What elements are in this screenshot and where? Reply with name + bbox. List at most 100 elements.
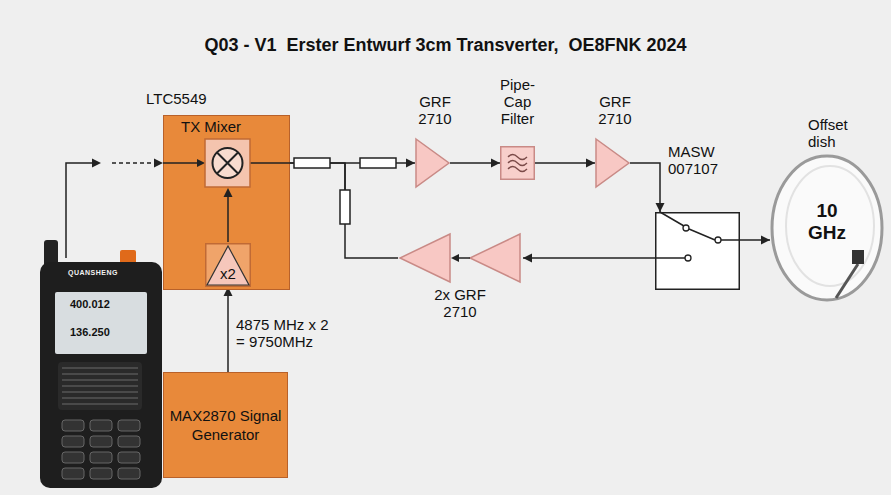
display-text: 136.250 — [70, 326, 110, 339]
generator-box: MAX2870 Signal Generator — [163, 372, 288, 478]
arrow-head — [451, 254, 459, 262]
part-name: Pipe-Cap Filter — [490, 76, 545, 127]
part-name: Offset dish — [808, 116, 866, 150]
multiplier-text: x2 — [205, 265, 251, 282]
switch-wire — [655, 212, 740, 258]
arrow-head — [224, 188, 233, 197]
amplifier-pair: 2x GRF 2710 — [398, 232, 523, 320]
display-text: 400.012 — [70, 298, 110, 311]
connector-line — [630, 163, 660, 212]
dish-antenna: Offset dish 10 GHz — [770, 112, 885, 307]
connector — [535, 159, 595, 168]
amplifier-triangle — [416, 139, 449, 187]
multiplier-box — [206, 244, 251, 287]
band-label: 10 GHz — [798, 200, 856, 244]
part-number: GRF 2710 — [410, 93, 460, 127]
mixer-box — [205, 139, 250, 187]
radio-key — [62, 468, 84, 479]
part-number: 2x GRF 2710 — [430, 286, 490, 320]
radio-feed-arrow — [66, 159, 163, 259]
arrow-head — [761, 236, 770, 245]
radio-key — [62, 436, 84, 447]
arrow-head — [92, 159, 101, 168]
diagram-title: Q03 - V1 Erster Entwurf 3cm Transverter,… — [0, 34, 891, 56]
connector — [224, 287, 233, 372]
radio-key — [62, 452, 84, 463]
connector — [740, 236, 770, 245]
amplifier: GRF 2710 — [410, 93, 460, 190]
feed-line — [66, 163, 92, 258]
radio-key — [90, 436, 112, 447]
pad-wire — [344, 163, 346, 190]
radio-key — [90, 420, 112, 431]
arrow-head — [197, 159, 205, 167]
radio-key — [90, 468, 112, 479]
switch-contact — [685, 255, 691, 261]
arrow-head — [586, 159, 595, 168]
radio-key — [118, 436, 140, 447]
amplifier-triangle — [400, 234, 450, 282]
connector — [523, 254, 655, 263]
amplifier-symbol — [415, 138, 450, 188]
part-number: GRF 2710 — [590, 93, 640, 127]
connector — [630, 163, 665, 212]
dish-reflector — [772, 156, 882, 300]
attenuator-pad — [294, 158, 396, 224]
feed-arm — [836, 264, 858, 298]
resistor-symbol — [340, 190, 350, 224]
signal-line — [227, 196, 229, 242]
arrow-head — [491, 159, 500, 168]
connector — [290, 163, 398, 258]
connector-line — [227, 287, 229, 372]
switch-contact — [683, 225, 689, 231]
switch-contact — [715, 237, 721, 243]
mixer-circle — [213, 148, 243, 178]
resistor-symbol — [294, 158, 330, 168]
amplifier-triangle — [470, 234, 520, 282]
switch-box — [656, 213, 740, 290]
radio-key — [118, 420, 140, 431]
connector — [450, 159, 500, 168]
feed-line — [112, 162, 154, 164]
radio-body — [40, 262, 162, 488]
switch-symbol — [655, 212, 740, 290]
radio-key — [118, 452, 140, 463]
ic-block: LTC5549TX Mixerx2 — [163, 115, 290, 290]
speaker-grille — [62, 368, 138, 404]
radio-key — [62, 420, 84, 431]
part-number: MASW 007107 — [668, 143, 733, 177]
signal-line — [163, 162, 197, 164]
block-title: TX Mixer — [181, 118, 241, 136]
frequency-note: 4875 MHz x 2 = 9750MHz — [236, 316, 334, 350]
resistor-symbol — [360, 158, 396, 168]
signal-line — [250, 162, 290, 164]
arrow-head — [523, 254, 532, 263]
block-label: MAX2870 Signal Generator — [169, 406, 282, 444]
brand-text: QUANSHENG — [68, 269, 118, 277]
radio-speaker — [58, 362, 142, 410]
filter-box — [501, 147, 535, 180]
connector-line — [523, 257, 655, 259]
amplifier-triangle — [596, 139, 629, 187]
feed-horn — [852, 250, 864, 264]
connector-line — [290, 163, 398, 258]
radio-illustration — [40, 240, 162, 488]
amplifier: GRF 2710 — [590, 93, 640, 190]
radio-key — [90, 452, 112, 463]
radio-knob — [120, 250, 136, 264]
signal-line — [459, 257, 470, 259]
radio-screen — [55, 292, 147, 354]
multiplier-block: x2 — [205, 243, 251, 287]
arrow-head — [656, 203, 665, 212]
radio-key — [118, 468, 140, 479]
filter-waves — [508, 155, 527, 172]
arrow-head — [154, 159, 163, 168]
mixer-cross — [217, 153, 238, 174]
amplifier-pair-symbol — [398, 232, 523, 284]
part-number: LTC5549 — [146, 90, 207, 108]
dish-shading — [786, 166, 874, 286]
connector — [290, 159, 415, 168]
filter-symbol — [500, 146, 535, 180]
filter-block: Pipe-Cap Filter — [490, 76, 545, 181]
